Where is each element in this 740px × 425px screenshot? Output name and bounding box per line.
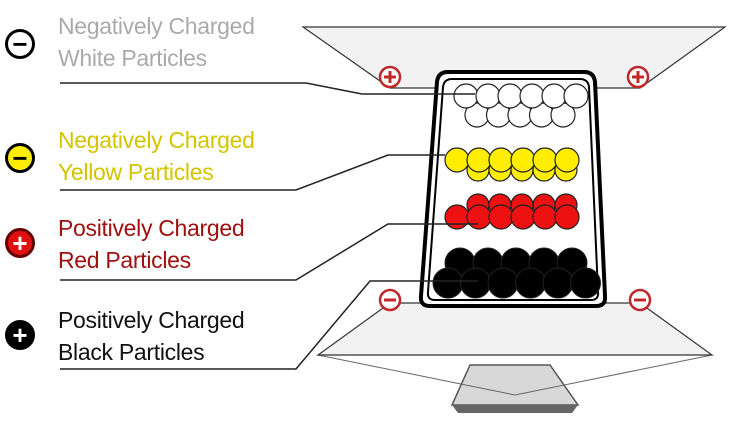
bottom-electrode-plate	[316, 302, 714, 356]
label-line2: White Particles	[58, 45, 207, 71]
red-particle	[510, 204, 536, 230]
minus-icon-white: −	[5, 29, 35, 59]
electrode-charges	[378, 65, 652, 312]
white-particle	[497, 83, 523, 109]
yellow-particle	[532, 147, 558, 173]
black-particle	[432, 267, 464, 299]
label-line1: Positively Charged	[58, 307, 245, 333]
leader-line-black	[60, 280, 478, 370]
yellow-particle	[444, 147, 470, 173]
device-base	[450, 364, 580, 406]
light-rays	[317, 354, 713, 396]
label-red-particles: Positively Charged Red Particles	[58, 212, 245, 276]
label-line2: Red Particles	[58, 247, 191, 273]
black-particle	[460, 267, 491, 299]
red-particle	[554, 204, 580, 230]
label-line1: Negatively Charged	[58, 127, 255, 153]
microcapsule-inner	[426, 78, 600, 301]
plus-icon-red: +	[5, 228, 35, 258]
minus-icon-yellow: −	[5, 143, 35, 173]
label-black-particles: Positively Charged Black Particles	[58, 304, 245, 368]
label-line1: Negatively Charged	[58, 13, 255, 39]
leader-line-red	[60, 223, 478, 281]
white-particle	[563, 83, 589, 109]
label-white-particles: Negatively Charged White Particles	[58, 10, 255, 74]
device-base-shadow	[452, 405, 578, 413]
white-particle	[453, 83, 479, 109]
leader-line-yellow	[60, 154, 445, 191]
yellow-particle	[488, 147, 514, 173]
black-particle	[542, 267, 574, 299]
label-line2: Black Particles	[58, 339, 205, 365]
red-particle	[466, 204, 492, 230]
label-yellow-particles: Negatively Charged Yellow Particles	[58, 124, 255, 188]
label-line1: Positively Charged	[58, 215, 245, 241]
yellow-particle	[466, 147, 492, 173]
leader-line-white	[60, 82, 475, 95]
particles	[432, 83, 601, 299]
black-particle	[515, 267, 546, 299]
red-particle	[488, 204, 514, 230]
label-line2: Yellow Particles	[58, 159, 214, 185]
white-particle	[475, 83, 501, 109]
plus-icon-black: +	[5, 320, 35, 350]
leader-lines	[60, 82, 478, 370]
white-particle	[541, 83, 567, 109]
yellow-particle	[554, 147, 580, 173]
yellow-particle	[510, 147, 536, 173]
white-particle	[519, 83, 545, 109]
red-particle	[444, 204, 470, 230]
black-particle	[570, 267, 601, 299]
red-particle	[532, 204, 558, 230]
black-particle	[487, 267, 519, 299]
